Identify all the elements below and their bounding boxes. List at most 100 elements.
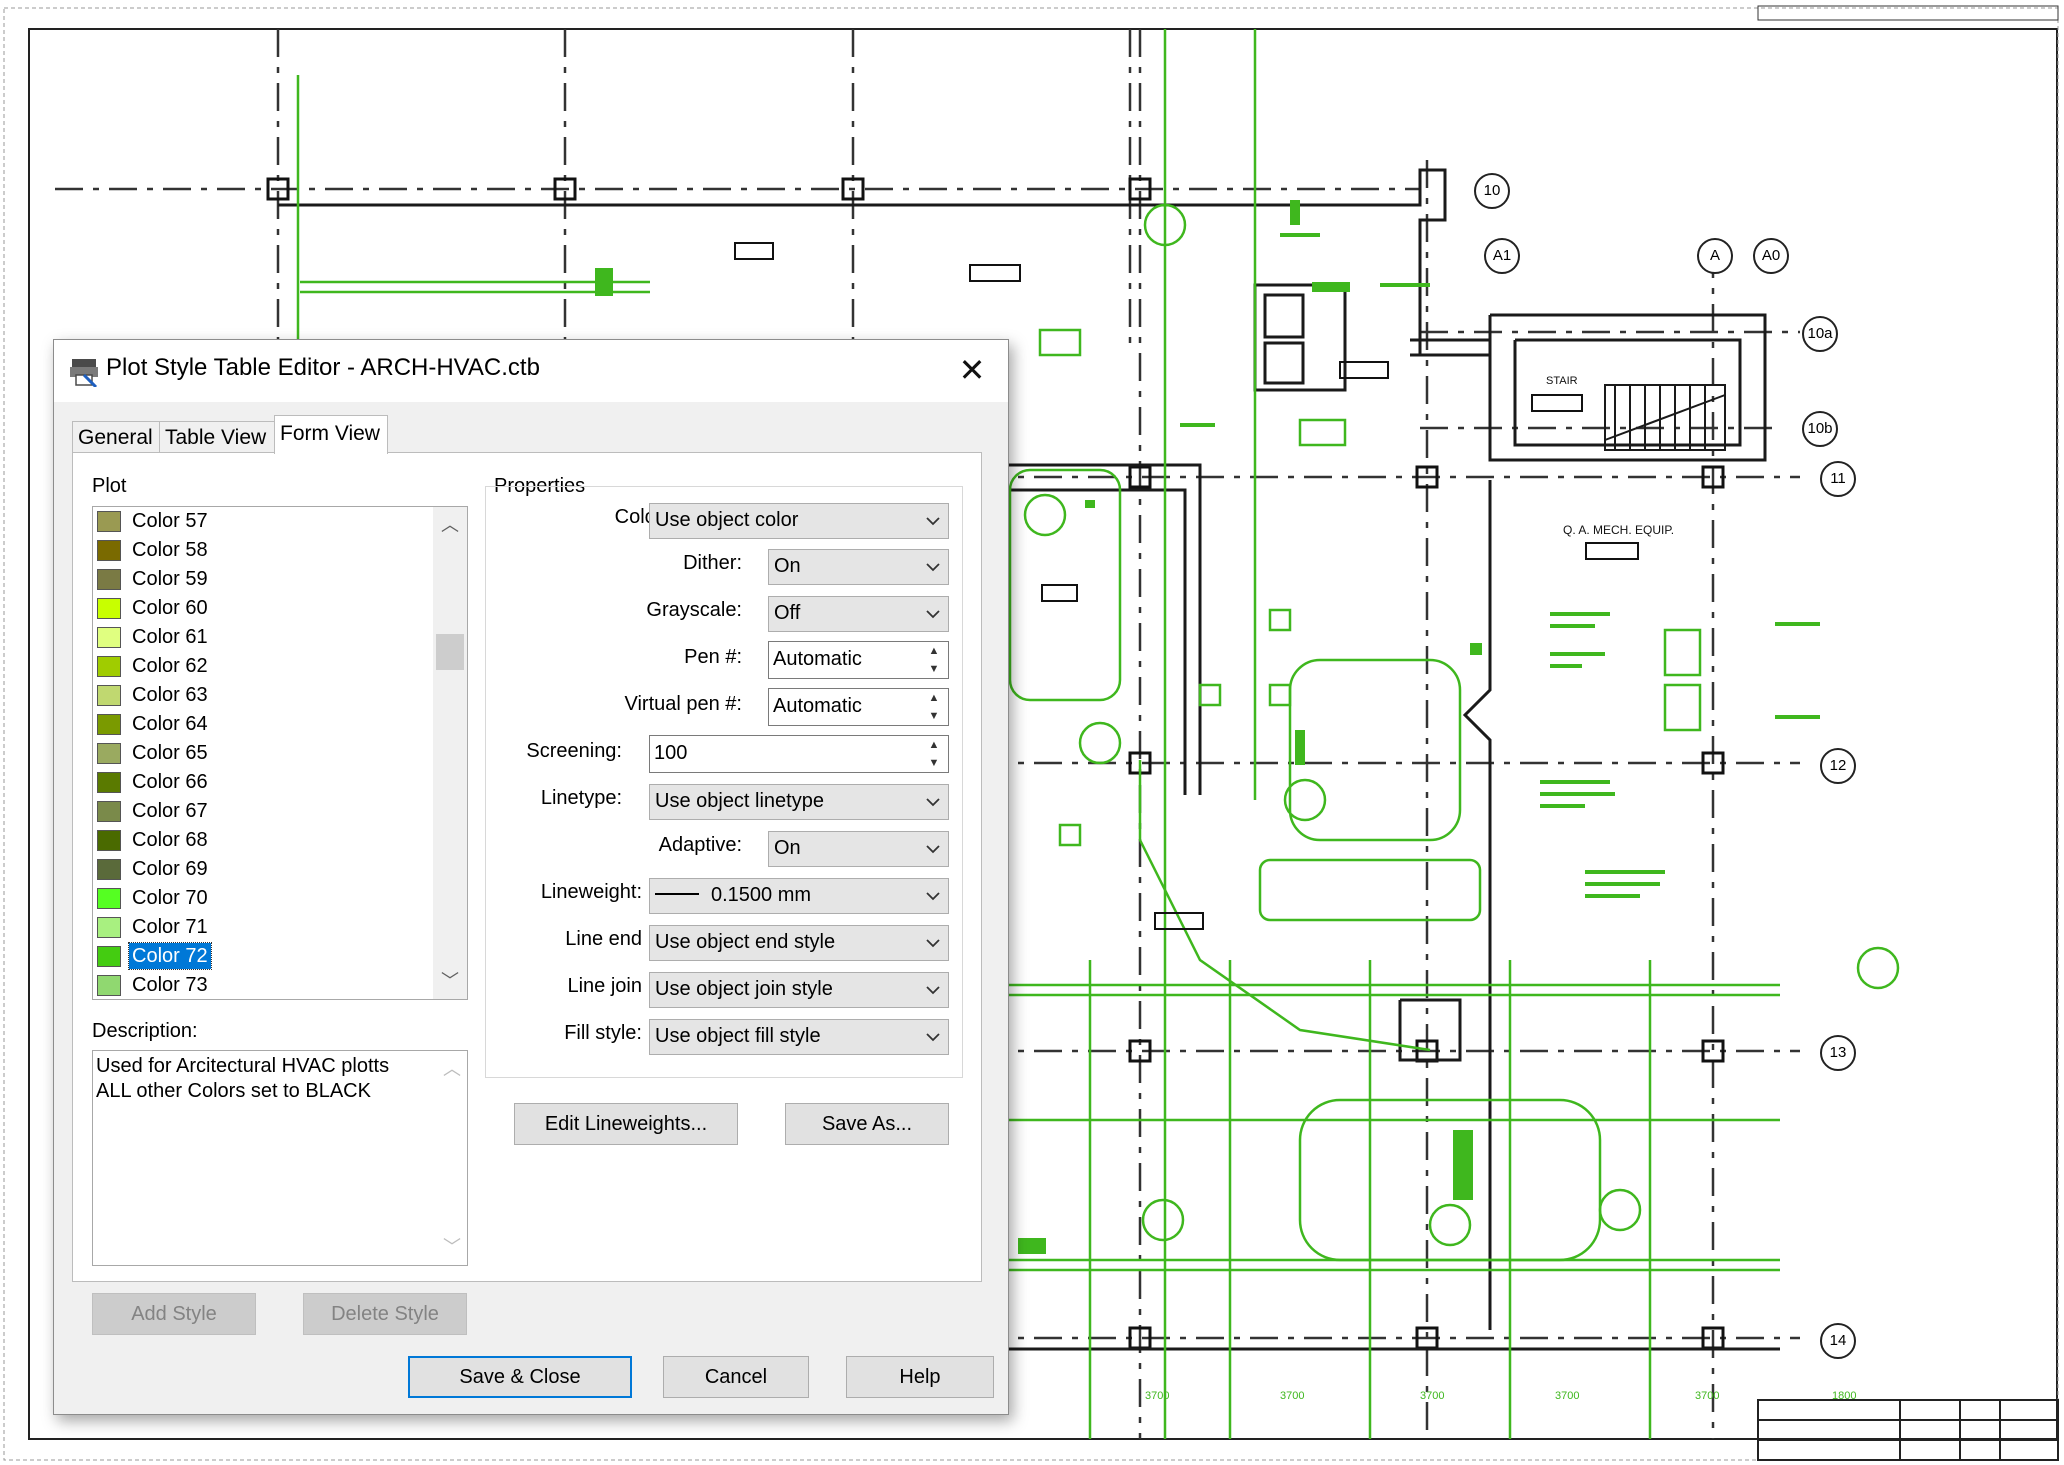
add-style-button[interactable]: Add Style [92, 1293, 256, 1335]
color-swatch [97, 656, 121, 677]
chevron-down-icon [926, 563, 940, 572]
screening-spinner[interactable]: 100 ▲ ▼ [649, 735, 949, 773]
plot-style-item[interactable]: Color 60 [93, 594, 433, 623]
grayscale-dropdown[interactable]: Off [768, 596, 949, 632]
dither-label: Dither: [683, 552, 742, 574]
plot-style-item[interactable]: Color 66 [93, 768, 433, 797]
linetype-value: Use object linetype [655, 790, 824, 812]
cancel-button[interactable]: Cancel [663, 1356, 809, 1398]
spin-up-icon[interactable]: ▲ [928, 645, 940, 657]
pen-number-label: Pen #: [684, 646, 742, 668]
plot-style-item[interactable]: Color 69 [93, 855, 433, 884]
plot-style-item-label: Color 64 [132, 713, 208, 735]
chevron-down-icon [926, 1033, 940, 1042]
adaptive-dropdown[interactable]: On [768, 831, 949, 867]
virtual-pen-spinner[interactable]: Automatic ▲ ▼ [768, 688, 949, 726]
plot-style-item[interactable]: Color 71 [93, 913, 433, 942]
close-button[interactable]: ✕ [958, 351, 986, 389]
chevron-down-icon [926, 986, 940, 995]
help-button[interactable]: Help [846, 1356, 994, 1398]
plot-style-item-label: Color 61 [132, 626, 208, 648]
spin-down-icon[interactable]: ▼ [928, 663, 940, 675]
screening-label: Screening: [526, 740, 622, 762]
tab-general[interactable]: General [72, 421, 160, 453]
save-close-button[interactable]: Save & Close [408, 1356, 632, 1398]
spin-down-icon[interactable]: ▼ [928, 757, 940, 769]
dim-label: 1800 [1832, 1390, 1857, 1402]
chevron-down-icon [926, 939, 940, 948]
description-line-1: Used for Arcitectural HVAC plotts [96, 1055, 390, 1077]
scroll-down-arrow-icon[interactable]: ﹀ [443, 1237, 461, 1257]
line-end-dropdown[interactable]: Use object end style [649, 925, 949, 961]
plot-style-item[interactable]: Color 61 [93, 623, 433, 652]
plot-style-item[interactable]: Color 65 [93, 739, 433, 768]
plotter-icon [70, 359, 98, 387]
grid-bubble-11: 11 [1820, 461, 1856, 497]
scroll-down-arrow-icon[interactable]: ﹀ [441, 971, 459, 991]
grid-bubble-14: 14 [1820, 1323, 1856, 1359]
title-bar[interactable]: Plot Style Table Editor - ARCH-HVAC.ctb … [54, 340, 1008, 402]
linetype-dropdown[interactable]: Use object linetype [649, 784, 949, 820]
line-join-dropdown[interactable]: Use object join style [649, 972, 949, 1008]
plot-style-item[interactable]: Color 57 [93, 507, 433, 536]
virtual-pen-label: Virtual pen #: [624, 693, 743, 715]
plot-style-item-label: Color 66 [132, 771, 208, 793]
plot-style-item-label: Color 58 [132, 539, 208, 561]
grid-bubble-10a: 10a [1802, 316, 1838, 352]
color-swatch [97, 859, 121, 880]
dither-dropdown[interactable]: On [768, 549, 949, 585]
plot-style-item-label: Color 67 [132, 800, 208, 822]
dim-label: 3700 [1280, 1390, 1305, 1402]
virtual-pen-value: Automatic [773, 695, 862, 717]
plot-style-item[interactable]: Color 72 [93, 942, 433, 971]
save-as-button[interactable]: Save As... [785, 1103, 949, 1145]
plot-style-item[interactable]: Color 70 [93, 884, 433, 913]
chevron-down-icon [926, 610, 940, 619]
fill-style-label: Fill style: [564, 1022, 642, 1044]
plot-style-item[interactable]: Color 62 [93, 652, 433, 681]
delete-style-button[interactable]: Delete Style [303, 1293, 467, 1335]
plot-style-item[interactable]: Color 68 [93, 826, 433, 855]
color-swatch [97, 540, 121, 561]
grid-bubble-a1: A1 [1484, 238, 1520, 274]
tab-form-view[interactable]: Form View [274, 415, 388, 454]
color-swatch [97, 598, 121, 619]
scroll-thumb[interactable] [436, 634, 464, 670]
spinner-buttons: ▲ ▼ [920, 736, 948, 772]
color-swatch [97, 946, 121, 967]
plot-style-item[interactable]: Color 58 [93, 536, 433, 565]
dim-label: 3700 [1555, 1390, 1580, 1402]
spin-down-icon[interactable]: ▼ [928, 710, 940, 722]
grid-bubble-a0: A0 [1753, 238, 1789, 274]
dialog-title: Plot Style Table Editor - ARCH-HVAC.ctb [106, 354, 540, 381]
plot-style-item-label: Color 68 [132, 829, 208, 851]
plot-style-item[interactable]: Color 67 [93, 797, 433, 826]
chevron-down-icon [926, 517, 940, 526]
plot-style-item[interactable]: Color 64 [93, 710, 433, 739]
chevron-down-icon [926, 892, 940, 901]
fill-style-value: Use object fill style [655, 1025, 821, 1047]
color-dropdown[interactable]: Use object color [649, 503, 949, 539]
plot-list-scrollbar[interactable]: ︿ ﹀ [433, 507, 467, 999]
edit-lineweights-button[interactable]: Edit Lineweights... [514, 1103, 738, 1145]
plot-style-item[interactable]: Color 63 [93, 681, 433, 710]
description-textarea[interactable]: Used for Arcitectural HVAC plotts ALL ot… [92, 1050, 468, 1266]
plot-style-item-label: Color 72 [128, 942, 212, 970]
spin-up-icon[interactable]: ▲ [928, 692, 940, 704]
color-swatch [97, 830, 121, 851]
description-scrollbar[interactable]: ︿ ﹀ [437, 1051, 467, 1265]
plot-style-item[interactable]: Color 59 [93, 565, 433, 594]
plot-style-item[interactable]: Color 73 [93, 971, 433, 999]
tab-table-view[interactable]: Table View [159, 421, 275, 453]
pen-number-spinner[interactable]: Automatic ▲ ▼ [768, 641, 949, 679]
lineweight-dropdown[interactable]: 0.1500 mm [649, 878, 949, 914]
color-swatch [97, 685, 121, 706]
scroll-up-arrow-icon[interactable]: ︿ [443, 1059, 461, 1079]
description-line-2: ALL other Colors set to BLACK [96, 1080, 371, 1102]
scroll-up-arrow-icon[interactable]: ︿ [441, 515, 459, 535]
spin-up-icon[interactable]: ▲ [928, 739, 940, 751]
fill-style-dropdown[interactable]: Use object fill style [649, 1019, 949, 1055]
